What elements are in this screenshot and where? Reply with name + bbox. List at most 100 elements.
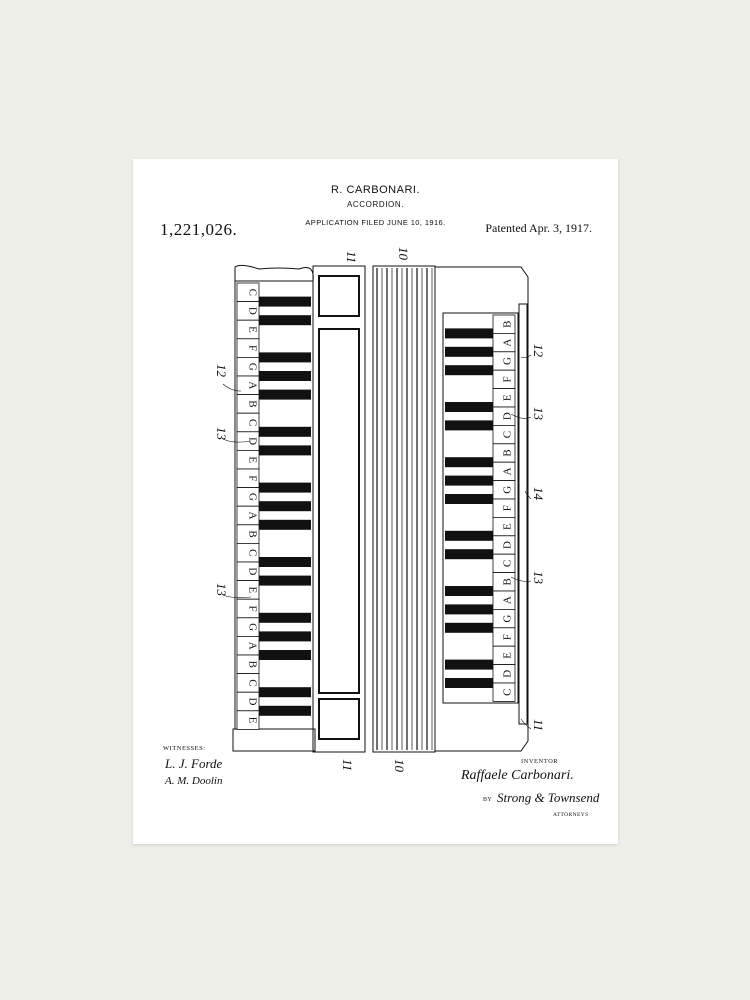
black-key <box>259 631 311 642</box>
left-end-scallop <box>234 264 314 282</box>
key-letter: F <box>246 345 258 351</box>
witness-signature-1: L. J. Forde <box>165 756 223 771</box>
key-letter: E <box>246 326 258 333</box>
upper-window <box>318 275 360 317</box>
key-letter: G <box>502 615 514 623</box>
key-letter: C <box>246 679 258 686</box>
leader-right-13b <box>510 576 532 582</box>
key-letter: C <box>246 419 258 426</box>
key-letter: C <box>502 431 514 438</box>
black-key <box>445 346 493 357</box>
white-key <box>492 682 516 702</box>
black-key <box>259 575 311 586</box>
white-key <box>236 710 260 730</box>
key-letter: D <box>246 307 258 315</box>
leader-right-14 <box>524 490 532 500</box>
leader-right-11 <box>520 718 532 730</box>
key-letter: E <box>502 652 514 659</box>
black-key <box>445 494 493 504</box>
black-key <box>445 549 493 560</box>
ref-left-13a: 13 <box>214 427 229 441</box>
key-letter: A <box>502 596 514 604</box>
key-letter: E <box>502 394 514 401</box>
black-key <box>445 604 493 615</box>
ref-bottom-11: 11 <box>340 759 355 771</box>
ref-right-13a: 13 <box>531 407 546 421</box>
leader-left-12 <box>222 383 242 392</box>
black-key <box>259 650 311 660</box>
patent-number: 1,221,026. <box>160 220 238 239</box>
key-letter: B <box>502 321 514 328</box>
key-letter: B <box>502 449 514 456</box>
black-key <box>445 475 493 486</box>
patent-title: ACCORDION. <box>346 200 405 209</box>
black-key <box>445 328 493 339</box>
inventor-signature: Raffaele Carbonari. <box>461 768 574 783</box>
black-key <box>445 586 493 596</box>
key-letter: G <box>246 623 258 631</box>
ref-left-12: 12 <box>214 364 229 378</box>
key-letter: B <box>246 400 258 407</box>
key-letter: A <box>502 339 514 347</box>
black-key <box>259 315 311 326</box>
patent-print: R. CARBONARI. ACCORDION. APPLICATION FIL… <box>133 159 618 844</box>
key-letter: C <box>246 289 258 296</box>
bellows-folds <box>376 268 433 750</box>
key-letter: B <box>246 530 258 537</box>
key-letter: B <box>502 578 514 585</box>
black-key <box>445 402 493 412</box>
black-key <box>259 445 311 456</box>
black-key <box>445 365 493 376</box>
key-letter: A <box>502 467 514 475</box>
black-key <box>445 420 493 431</box>
key-letter: G <box>246 363 258 371</box>
key-letter: E <box>246 456 258 463</box>
key-letter: D <box>246 698 258 706</box>
inventor-heading: R. CARBONARI. <box>330 184 420 196</box>
black-key <box>259 371 311 381</box>
black-key <box>445 457 493 468</box>
black-key <box>445 622 493 633</box>
black-key <box>445 530 493 541</box>
key-letter: D <box>502 412 514 420</box>
lower-window <box>318 698 360 740</box>
right-keyboard-frame <box>442 312 519 704</box>
patented-date: Patented Apr. 3, 1917. <box>485 221 592 235</box>
center-window <box>318 328 360 694</box>
attorney-signature: Strong & Townsend <box>497 790 600 805</box>
black-key <box>259 687 311 698</box>
key-letter: D <box>502 670 514 678</box>
key-letter: C <box>246 549 258 556</box>
key-letter: D <box>246 567 258 575</box>
key-letter: F <box>502 634 514 640</box>
key-letter: G <box>502 357 514 365</box>
key-letter: C <box>502 560 514 567</box>
black-key <box>259 705 311 716</box>
key-letter: F <box>246 605 258 611</box>
key-letter: F <box>502 505 514 511</box>
leader-right-13a <box>510 413 532 419</box>
black-key <box>259 519 311 530</box>
ref-top-11: 11 <box>344 251 359 263</box>
key-letter: G <box>502 486 514 494</box>
black-key <box>445 678 493 688</box>
key-letter: A <box>246 642 258 650</box>
witness-signature-2: A. M. Doolin <box>165 775 223 787</box>
black-key <box>259 296 311 307</box>
black-key <box>259 426 311 437</box>
ref-right-12: 12 <box>531 344 546 358</box>
right-body <box>434 266 529 752</box>
ref-top-10: 10 <box>396 247 411 261</box>
key-letter: F <box>246 475 258 481</box>
ref-left-13b: 13 <box>214 583 229 597</box>
black-key <box>259 501 311 512</box>
attorneys-label: ATTORNEYS <box>553 812 589 818</box>
left-panel <box>312 265 366 753</box>
ref-right-13b: 13 <box>531 571 546 585</box>
key-letter: C <box>502 689 514 696</box>
ref-bottom-10: 10 <box>392 759 407 773</box>
witnesses-label: WITNESSES: <box>163 745 206 752</box>
